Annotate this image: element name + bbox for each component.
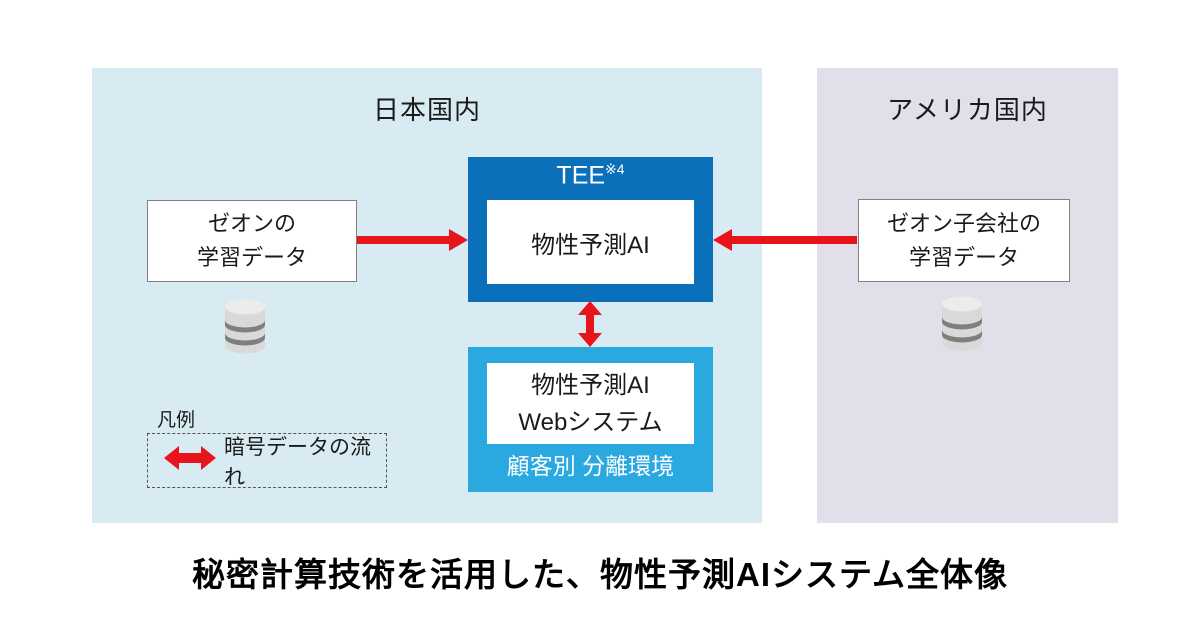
node-label-line: 物性予測AI [531, 371, 650, 399]
database-icon [942, 296, 982, 351]
node-zeon-training-data: ゼオンの 学習データ [147, 200, 357, 282]
arrow-zeon-to-tee-icon [357, 229, 468, 251]
node-label-line: Webシステム [518, 408, 663, 436]
node-label-line: 学習データ [908, 244, 1019, 270]
tee-footnote-marker: ※4 [605, 161, 625, 177]
tee-title: TEE※4 [468, 161, 713, 190]
node-label-line: ゼオン子会社の [886, 210, 1041, 236]
legend-box: 暗号データの流れ [147, 433, 387, 489]
node-label-line: 学習データ [196, 245, 307, 270]
zone-japan-title: 日本国内 [372, 95, 481, 125]
tee-label: TEE [556, 161, 606, 190]
web-environment-label: 顧客別 分離環境 [506, 453, 675, 479]
legend-item-label: 暗号データの流れ [224, 435, 371, 489]
node-web-system-container: 物性予測AI Webシステム 顧客別 分離環境 [468, 347, 713, 492]
node-label-line: 物性予測AI [531, 231, 650, 259]
node-subsidiary-training-data: ゼオン子会社の 学習データ [858, 199, 1070, 282]
red-double-arrow-icon [164, 446, 216, 475]
legend-title: 凡例 [157, 410, 196, 431]
arrow-tee-web-bidirectional-icon [578, 301, 602, 347]
database-icon [225, 299, 265, 354]
node-label-line: ゼオンの [207, 211, 296, 236]
zone-america: アメリカ国内 [817, 68, 1118, 523]
node-tee-container: TEE※4 物性予測AI [468, 157, 713, 302]
arrow-subsidiary-to-tee-icon [713, 229, 857, 251]
node-web-system: 物性予測AI Webシステム [487, 363, 694, 444]
diagram-caption: 秘密計算技術を活用した、物性予測AIシステム全体像 [191, 556, 1008, 593]
node-property-prediction-ai: 物性予測AI [487, 200, 694, 284]
zone-america-title: アメリカ国内 [887, 95, 1048, 125]
